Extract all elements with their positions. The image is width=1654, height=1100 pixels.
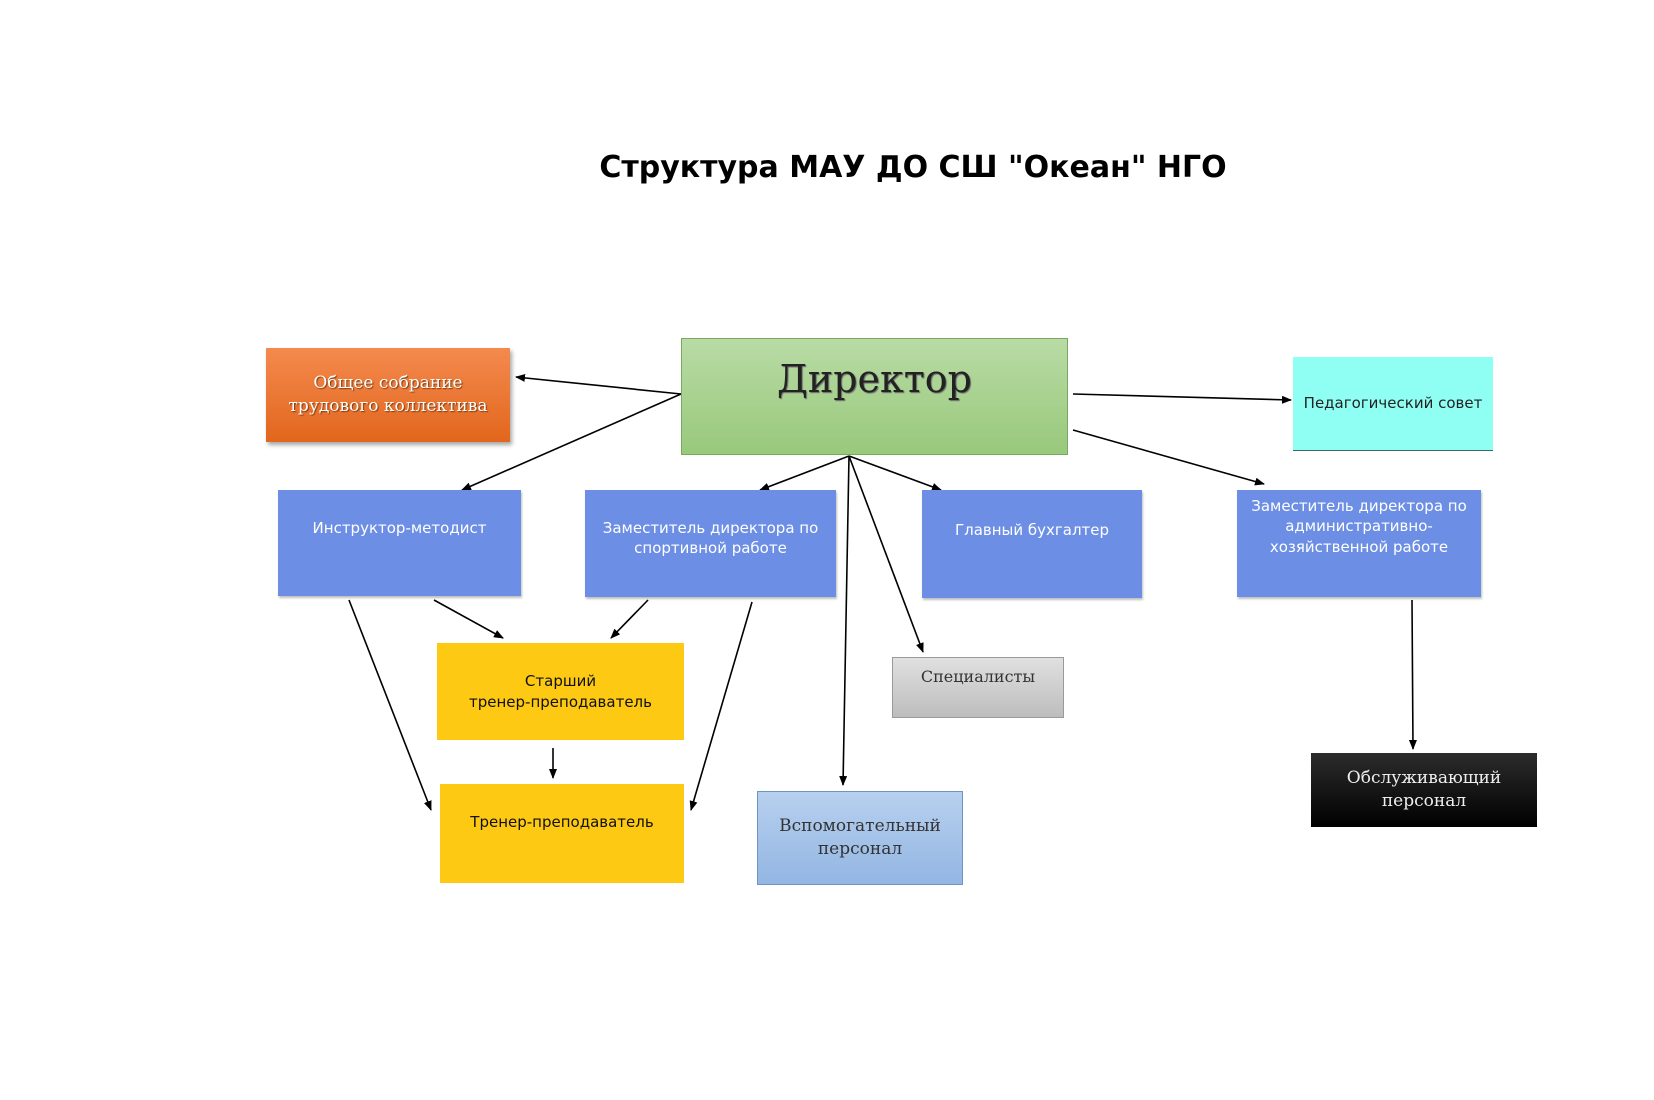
arrow-deputy-sport-senior (610, 599, 649, 639)
pedagogical-council-box: Педагогический совет (1293, 357, 1493, 451)
arrow-director-instructor (461, 393, 682, 491)
arrow-director-deputy-sport (759, 455, 850, 491)
support-staff-box: Вспомогательный персонал (757, 791, 963, 885)
general-assembly-box: Общее собрание трудового коллектива (266, 348, 510, 442)
specialists-label: Специалисты (920, 667, 1036, 686)
deputy-director-sport-box: Заместитель директора по спортивной рабо… (585, 490, 836, 597)
arrow-director-support (839, 455, 850, 786)
page-title: Структура МАУ ДО СШ "Океан" НГО (599, 150, 1227, 185)
trainer-box: Тренер-преподаватель (440, 784, 684, 883)
specialists-box: Специалисты (892, 657, 1064, 718)
support-staff-label: Вспомогательный персонал (779, 816, 941, 859)
arrow-director-assembly (515, 373, 682, 395)
instructor-methodist-label: Инструктор-методист (312, 519, 487, 537)
deputy-director-admin-label: Заместитель директора по административно… (1251, 497, 1467, 556)
arrow-director-specialists (848, 455, 924, 653)
director-box: Директор (681, 338, 1068, 455)
deputy-director-admin-box: Заместитель директора по административно… (1237, 490, 1481, 597)
chief-accountant-box: Главный бухгалтер (922, 490, 1142, 598)
director-label: Директор (776, 357, 972, 401)
senior-trainer-label: Старший тренер-преподаватель (469, 672, 652, 711)
arrow-deputy-admin-service (1408, 599, 1417, 750)
instructor-methodist-box: Инструктор-методист (278, 490, 521, 596)
service-staff-box: Обслуживающий персонал (1311, 753, 1537, 827)
pedagogical-council-label: Педагогический совет (1303, 394, 1483, 413)
arrow-deputy-sport-trainer (689, 601, 753, 811)
trainer-label: Тренер-преподаватель (470, 813, 654, 831)
arrow-instructor-senior (433, 599, 504, 639)
deputy-director-sport-label: Заместитель директора по спортивной рабо… (602, 519, 819, 558)
arrow-director-accountant (848, 455, 942, 491)
chief-accountant-label: Главный бухгалтер (954, 521, 1110, 539)
arrow-director-council (1072, 393, 1292, 404)
arrow-instructor-trainer (348, 599, 432, 811)
service-staff-label: Обслуживающий персонал (1346, 768, 1502, 811)
arrow-director-deputy-admin (1072, 429, 1265, 486)
general-assembly-label: Общее собрание трудового коллектива (288, 373, 488, 416)
senior-trainer-box: Старший тренер-преподаватель (437, 643, 684, 740)
